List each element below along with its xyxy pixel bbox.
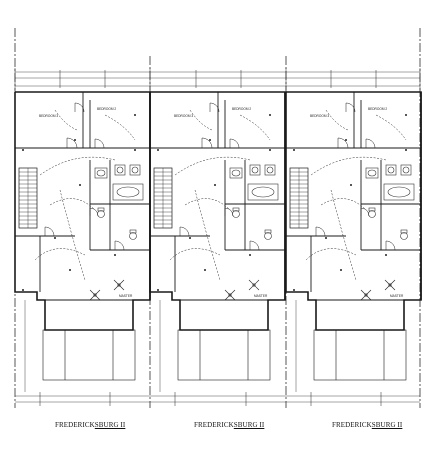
- unit-plan-2: BEDROOM 3 BEDROOM 2 MASTER: [149, 91, 286, 392]
- electrical-circuits: [34, 109, 136, 281]
- outlet-symbols: [293, 114, 407, 291]
- patio-outline: [159, 300, 271, 392]
- dimension-strings: [14, 68, 421, 406]
- unit-name-suffix: SBURG II: [233, 421, 265, 429]
- stair: [153, 167, 173, 229]
- bath-fixtures: [365, 164, 415, 240]
- outlet-symbols: [22, 114, 136, 291]
- unit-plan-1: BEDROOM 3 BEDROOM 2 MASTER: [14, 91, 151, 392]
- room-label-master: MASTER: [119, 294, 133, 298]
- bath-fixtures: [229, 164, 279, 240]
- unit-name-prefix: FREDERICK: [194, 421, 234, 429]
- ceiling-fans: [224, 279, 260, 301]
- unit-label-1: FREDERICKSBURG II: [55, 421, 125, 429]
- electrical-circuits: [305, 109, 407, 281]
- room-label-master: MASTER: [254, 294, 268, 298]
- room-label-bedroom-3: BEDROOM 3: [39, 114, 58, 118]
- ceiling-fans: [360, 279, 396, 301]
- unit-label-2: FREDERICKSBURG II: [194, 421, 264, 429]
- room-label-bedroom-3: BEDROOM 3: [310, 114, 329, 118]
- unit-name-prefix: FREDERICK: [55, 421, 95, 429]
- stair: [289, 167, 309, 229]
- patio-outline: [295, 300, 407, 392]
- unit-name-suffix: SBURG II: [94, 421, 126, 429]
- electrical-circuits: [169, 109, 271, 281]
- ceiling-fans: [89, 279, 125, 301]
- patio-outline: [24, 300, 136, 392]
- door-swings: [179, 102, 260, 251]
- grid-lines: [14, 28, 421, 408]
- unit-plan-3: BEDROOM 3 BEDROOM 2 MASTER: [285, 91, 422, 392]
- unit-label-3: FREDERICKSBURG II: [332, 421, 402, 429]
- room-label-bedroom-2: BEDROOM 2: [232, 107, 251, 111]
- bath-fixtures: [94, 164, 144, 240]
- room-label-bedroom-3: BEDROOM 3: [174, 114, 193, 118]
- room-label-master: MASTER: [390, 294, 404, 298]
- outlet-symbols: [157, 114, 271, 291]
- door-swings: [315, 102, 396, 251]
- room-label-bedroom-2: BEDROOM 2: [368, 107, 387, 111]
- room-label-bedroom-2: BEDROOM 2: [97, 107, 116, 111]
- door-swings: [44, 102, 125, 251]
- unit-name-suffix: SBURG II: [371, 421, 403, 429]
- unit-name-prefix: FREDERICK: [332, 421, 372, 429]
- stair: [18, 167, 38, 229]
